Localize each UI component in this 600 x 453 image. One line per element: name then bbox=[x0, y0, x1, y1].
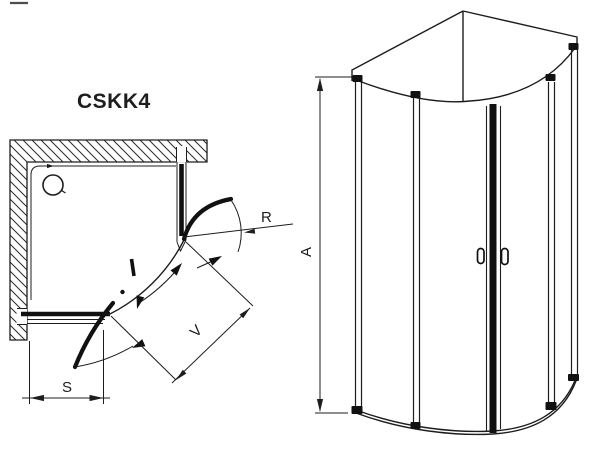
a-arrowhead-top bbox=[316, 78, 324, 91]
centerline-dot bbox=[120, 289, 125, 295]
pivot-door-top-open bbox=[181, 196, 234, 242]
profile-caps bbox=[352, 43, 579, 98]
vertical-profiles bbox=[354, 50, 579, 425]
s-arrowhead-right bbox=[89, 394, 104, 402]
v-arrowhead-bottom bbox=[176, 369, 187, 380]
handle-left bbox=[476, 247, 485, 265]
bottom-rail bbox=[355, 377, 577, 436]
perspective-view: A bbox=[298, 10, 579, 436]
label-entry-v: V bbox=[187, 322, 206, 341]
r-arrowhead bbox=[244, 228, 256, 234]
dimension-a: A bbox=[298, 76, 352, 414]
door-meeting-edge bbox=[485, 104, 502, 433]
label-height-a: A bbox=[298, 247, 315, 257]
swing-arrow-inner-top bbox=[170, 263, 182, 276]
v-arrowhead-top bbox=[239, 308, 250, 319]
dimension-r: R bbox=[183, 209, 294, 238]
dimension-s: S bbox=[22, 330, 110, 404]
centerline-dash bbox=[129, 258, 136, 277]
wall-section bbox=[9, 139, 208, 341]
s-arrowhead-left bbox=[30, 394, 44, 402]
shower-tray-outline bbox=[27, 165, 176, 324]
label-radius-r: R bbox=[261, 209, 272, 226]
drain-circle bbox=[42, 174, 66, 196]
a-arrowhead-bottom bbox=[316, 399, 324, 412]
swing-arrow-inner-bottom bbox=[136, 295, 145, 309]
curved-glass-arc bbox=[107, 239, 185, 316]
tray-corner-arrow bbox=[47, 163, 54, 169]
wall-slot-left bbox=[16, 308, 27, 325]
fixed-glass-top bbox=[176, 162, 187, 253]
pivot-door-bottom-open bbox=[72, 300, 116, 370]
door-swing-indicators bbox=[74, 199, 242, 368]
plan-view: CSKK4 bbox=[9, 1, 294, 404]
profile-feet bbox=[351, 374, 579, 429]
swing-arrow-outer-top bbox=[208, 256, 222, 266]
handle-right bbox=[500, 247, 509, 266]
door-handles bbox=[476, 247, 509, 266]
enclosure-top-edges bbox=[351, 10, 578, 103]
label-side-s: S bbox=[62, 379, 72, 396]
wall-slot-top bbox=[176, 146, 187, 163]
model-title: CSKK4 bbox=[77, 90, 151, 113]
